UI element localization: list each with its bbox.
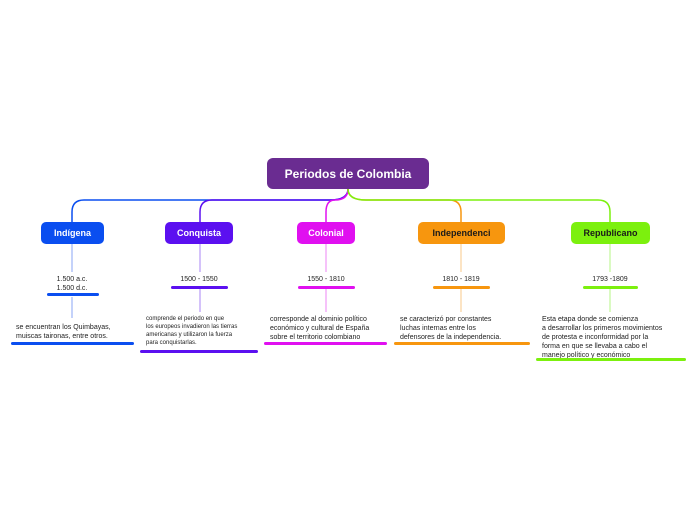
underline-description-indigena <box>11 342 134 345</box>
underline-dates-independencia <box>433 286 490 289</box>
underline-description-conquista <box>140 350 258 353</box>
root-topic[interactable]: Periodos de Colombia <box>267 158 429 189</box>
description-conquista: comprende el periodo en que los europeos… <box>146 316 238 346</box>
underline-description-colonial <box>264 342 387 345</box>
description-colonial: corresponde al dominio político económic… <box>270 316 370 341</box>
dates-conquista: 1500 - 1550 <box>180 276 218 283</box>
underline-dates-colonial <box>298 286 355 289</box>
topic-independencia[interactable]: Independenci <box>418 222 505 244</box>
dates-republicano: 1793 -1809 <box>592 276 628 283</box>
description-republicano: Esta etapa donde se comienza a desarroll… <box>542 316 663 359</box>
underline-dates-conquista <box>171 286 228 289</box>
topic-colonial[interactable]: Colonial <box>297 222 355 244</box>
underline-description-republicano <box>536 358 686 361</box>
underline-dates-republicano <box>583 286 638 289</box>
underline-description-independencia <box>394 342 530 345</box>
underline-dates-indigena <box>47 293 99 296</box>
topic-indigena[interactable]: Indígena <box>41 222 104 244</box>
dates-indigena: 1.500 a.c. 1.500 d.c. <box>56 276 88 292</box>
description-indigena: se encuentran los Quimbayas, muiscas tai… <box>16 324 111 340</box>
dates-independencia: 1810 - 1819 <box>442 276 480 283</box>
dates-colonial: 1550 - 1810 <box>307 276 345 283</box>
topic-conquista[interactable]: Conquista <box>165 222 233 244</box>
description-independencia: se caracterizó por constantes luchas int… <box>400 316 502 341</box>
topic-republicano[interactable]: Republicano <box>571 222 650 244</box>
